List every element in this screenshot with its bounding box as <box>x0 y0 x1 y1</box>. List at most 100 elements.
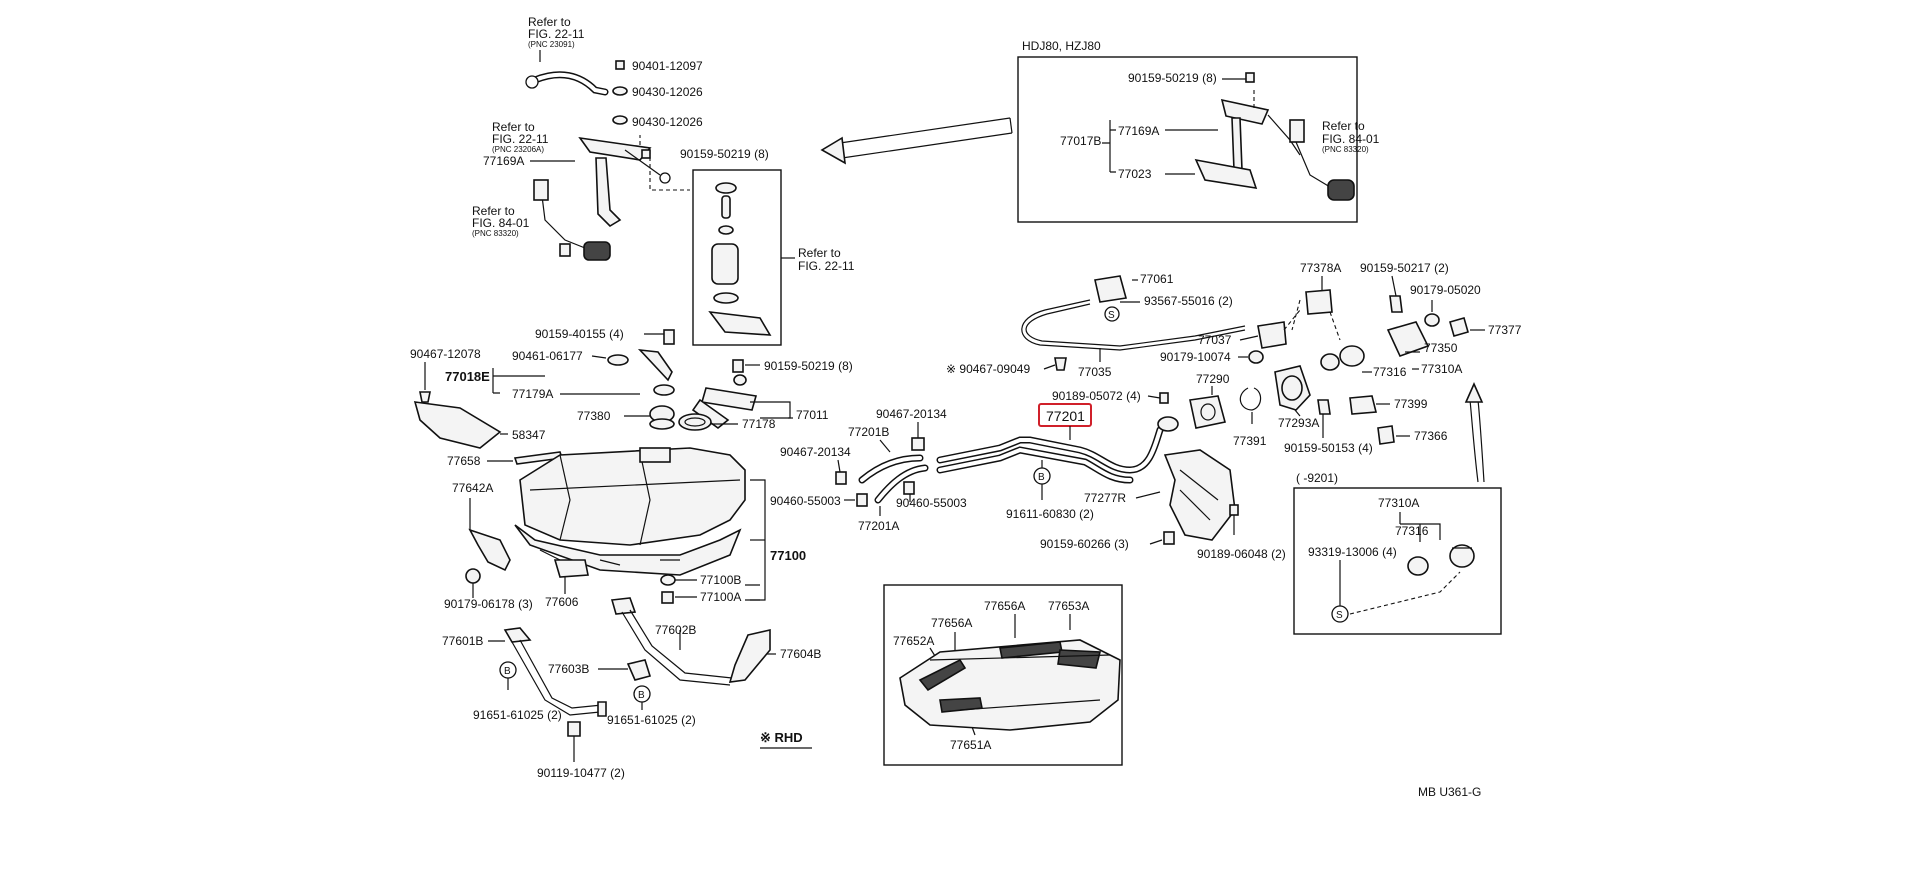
clip-77377-icon <box>1449 317 1469 337</box>
label-77201B: 77201B <box>848 425 889 439</box>
label-90189-06048: 90189-06048 (2) <box>1197 547 1286 561</box>
svg-text:S: S <box>1336 610 1343 621</box>
label-77293A: 77293A <box>1278 416 1319 430</box>
svg-text:(PNC 23206A): (PNC 23206A) <box>492 145 544 154</box>
label-77656A-a: 77656A <box>931 616 972 630</box>
label-77380: 77380 <box>577 409 611 423</box>
svg-text:FIG. 84-01: FIG. 84-01 <box>1322 132 1380 146</box>
fuel-bracket-icon <box>637 348 673 382</box>
label-77601B: 77601B <box>442 634 483 648</box>
highlight-77201 <box>1038 403 1092 427</box>
label-77391: 77391 <box>1233 434 1267 448</box>
label-77602B: 77602B <box>655 623 696 637</box>
label-77606: 77606 <box>545 595 579 609</box>
label-90189-05072: 90189-05072 (4) <box>1052 389 1141 403</box>
tank-protector-58347-icon <box>413 401 502 449</box>
inset-sender-bracket-icon <box>1194 90 1301 189</box>
inset-cap-box <box>1293 487 1502 635</box>
part-90159-50219-a: 90159-50219 (8) <box>641 147 769 161</box>
label-90460-55003-b: 90460-55003 <box>896 496 967 510</box>
hinge-77399-icon <box>1349 395 1378 415</box>
screw-93567-icon: S <box>1104 306 1120 322</box>
inset-cap-icon <box>1407 544 1475 576</box>
bracket-77603B-icon <box>626 659 652 681</box>
fuel-sender-float-icon <box>533 179 611 261</box>
label-91611-60830: 91611-60830 (2) <box>1006 507 1094 521</box>
svg-text:Refer to: Refer to <box>472 204 515 218</box>
fuel-pump-icon <box>708 182 772 336</box>
label-77290: 77290 <box>1196 372 1230 386</box>
label-77603B: 77603B <box>548 662 589 676</box>
ring-77391-icon <box>1239 387 1262 411</box>
refer-top-note: Refer to FIG. 22-11 (PNC 23091) <box>528 15 585 62</box>
cap-77316-icon <box>1320 345 1365 371</box>
svg-text:S: S <box>1108 310 1115 321</box>
label-77100A: 77100A <box>700 590 741 604</box>
splash-shield-77277R-icon <box>1163 449 1236 541</box>
inset-hdj80-title: HDJ80, HZJ80 <box>1022 39 1101 53</box>
label-77653A: 77653A <box>1048 599 1089 613</box>
refer-left-note: Refer to FIG. 84-01 (PNC 83320) <box>472 204 530 238</box>
label-58347: 58347 <box>512 428 546 442</box>
label-90119-10477: 90119-10477 (2) <box>537 766 625 780</box>
label-90179-06178: 90179-06178 (3) <box>444 597 533 611</box>
label-77366: 77366 <box>1414 429 1448 443</box>
label-90467-20134-b: 90467-20134 <box>780 445 851 459</box>
part-90401-12097: 90401-12097 <box>615 59 703 73</box>
strap-77602B-icon <box>610 597 733 686</box>
refer-top-line1: Refer to <box>528 15 571 29</box>
part-77380-grommet-icon <box>649 405 675 430</box>
svg-text:(PNC 83320): (PNC 83320) <box>472 229 519 238</box>
label-90461-06177: 90461-06177 <box>512 349 583 363</box>
svg-text:FIG. 22-11: FIG. 22-11 <box>798 259 855 273</box>
inset-label-90159: 90159-50219 (8) <box>1128 71 1217 85</box>
label-77350: 77350 <box>1424 341 1458 355</box>
tank-pad-inset-box <box>883 584 1123 766</box>
label-90467-12078: 90467-12078 <box>410 347 481 361</box>
label-77651A: 77651A <box>950 738 991 752</box>
hose-77201A-icon <box>874 464 929 504</box>
bolt-91611-icon: B <box>1033 460 1051 500</box>
label-77178: 77178 <box>742 417 776 431</box>
svg-text:90401-12097: 90401-12097 <box>632 59 703 73</box>
inset-label-77023: 77023 <box>1118 167 1152 181</box>
label-90179-10074: 90179-10074 <box>1160 350 1231 364</box>
label-77179A: 77179A <box>512 387 553 401</box>
cap-inset-arrow-icon <box>1464 382 1485 483</box>
label-90467-20134-a: 90467-20134 <box>876 407 947 421</box>
svg-text:90159-50219 (8): 90159-50219 (8) <box>680 147 769 161</box>
svg-text:Refer to: Refer to <box>492 120 535 134</box>
svg-text:FIG. 22-11: FIG. 22-11 <box>492 132 549 146</box>
refer-pump-note: Refer to FIG. 22-11 <box>798 246 855 273</box>
sender-gauge-bracket-icon <box>578 135 690 228</box>
part-90430-12026-b: 90430-12026 <box>612 115 703 129</box>
label-77037: 77037 <box>1198 333 1232 347</box>
refer-mid-note: Refer to FIG. 22-11 (PNC 23206A) <box>492 120 549 154</box>
fuel-lid-77350-icon <box>1386 321 1430 357</box>
inset-hdj80-box <box>1017 56 1358 223</box>
rhd-note: ※ RHD <box>760 730 803 745</box>
bracket-77642A-icon <box>468 528 511 572</box>
label-90159-50217: 90159-50217 (2) <box>1360 261 1449 275</box>
label-77310A: 77310A <box>1421 362 1462 376</box>
label-91651-61025-b: 91651-61025 (2) <box>607 713 696 727</box>
label-77656A-b: 77656A <box>984 599 1025 613</box>
svg-text:B: B <box>638 690 645 701</box>
svg-text:(PNC 83320): (PNC 83320) <box>1322 145 1369 154</box>
label-77658: 77658 <box>447 454 481 468</box>
bracket-77366-icon <box>1377 425 1395 445</box>
bolt-90119-icon <box>567 721 581 737</box>
label-77201-highlighted: 77201 <box>1046 408 1085 424</box>
inset-label-77169A: 77169A <box>1118 124 1159 138</box>
inset-cap-label-77310A: 77310A <box>1378 496 1419 510</box>
svg-text:90430-12026: 90430-12026 <box>632 115 703 129</box>
bolt-91651-b-icon: B <box>633 685 651 710</box>
hose-77201B-icon <box>858 454 924 484</box>
label-93567-55016: 93567-55016 (2) <box>1144 294 1233 308</box>
inset-sender-float-icon <box>1289 119 1355 201</box>
label-77652A: 77652A <box>893 634 934 648</box>
label-90159-50219-b: 90159-50219 (8) <box>764 359 853 373</box>
label-77377: 77377 <box>1488 323 1522 337</box>
label-77316: 77316 <box>1373 365 1407 379</box>
